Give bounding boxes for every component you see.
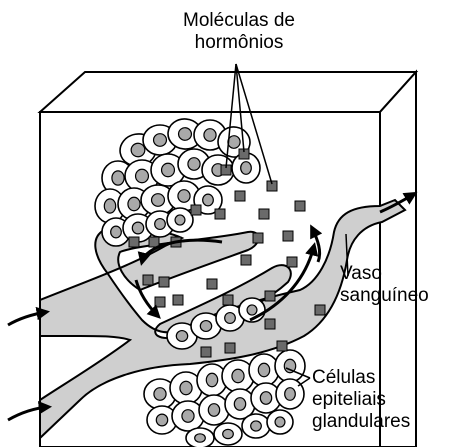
hormone-molecule	[149, 237, 159, 247]
cell-nucleus	[136, 169, 149, 182]
hormone-molecule	[265, 319, 275, 329]
cell-nucleus	[247, 305, 257, 315]
hormone-molecule	[295, 201, 305, 211]
cell-nucleus	[156, 414, 167, 426]
cell-nucleus	[175, 215, 185, 225]
hormone-molecule	[207, 279, 217, 289]
label-vessel-line-2: sanguíneo	[340, 285, 429, 307]
hormone-molecule	[253, 233, 263, 243]
cell-nucleus	[178, 190, 190, 203]
hormone-molecule	[155, 297, 165, 307]
cell-nucleus	[260, 392, 271, 405]
cell-nucleus	[203, 194, 214, 206]
cell-nucleus	[208, 404, 219, 417]
epithelial-cell	[276, 379, 304, 409]
cell-nucleus	[176, 331, 187, 342]
cell-nucleus	[128, 197, 140, 210]
hormone-molecule	[173, 295, 183, 305]
hormone-molecule	[191, 205, 201, 215]
hormone-molecule	[241, 255, 251, 265]
hormone-molecule	[283, 231, 293, 241]
hormone-molecule	[277, 341, 287, 351]
epithelial-cell	[249, 354, 279, 386]
cell-nucleus	[162, 163, 175, 176]
label-hormone-line-2: hormônios	[154, 32, 324, 54]
hormone-molecule	[315, 305, 325, 315]
label-glandular-cells: Células epiteliais glandulares	[312, 367, 410, 433]
epithelial-cell	[242, 414, 270, 438]
epithelial-cell	[199, 395, 229, 425]
hormone-molecule	[259, 209, 269, 219]
epithelial-cell	[275, 350, 305, 382]
cell-nucleus	[104, 199, 115, 213]
hormone-molecule	[235, 191, 245, 201]
cell-nucleus	[112, 171, 124, 185]
cell-nucleus	[180, 381, 192, 394]
label-cells-line-2: epiteliais	[312, 389, 410, 411]
cell-nucleus	[258, 363, 269, 376]
cell-nucleus	[155, 219, 166, 230]
cell-nucleus	[223, 429, 234, 438]
cell-nucleus	[154, 134, 167, 147]
cell-nucleus	[204, 129, 216, 142]
label-cells-line-3: glandulares	[312, 411, 410, 433]
label-vessel-line-1: Vaso	[340, 263, 429, 285]
cell-nucleus	[154, 388, 166, 401]
epithelial-cell	[186, 428, 214, 447]
cell-nucleus	[225, 313, 236, 324]
label-cells-line-1: Células	[312, 367, 410, 389]
cell-nucleus	[111, 226, 122, 238]
cell-nucleus	[206, 373, 217, 386]
cell-nucleus	[188, 158, 200, 171]
cell-nucleus	[200, 321, 211, 332]
hormone-molecule	[129, 237, 139, 247]
epithelial-cell	[267, 410, 293, 434]
hormone-molecule	[287, 257, 297, 267]
epithelial-cell	[214, 423, 242, 445]
cell-nucleus	[178, 127, 192, 141]
label-blood-vessel: Vaso sanguíneo	[340, 263, 429, 307]
cell-nucleus	[182, 410, 194, 423]
cell-nucleus	[152, 194, 165, 207]
hormone-molecule	[143, 275, 153, 285]
cell-nucleus	[285, 388, 296, 401]
hormone-molecule	[215, 209, 225, 219]
cell-nucleus	[251, 421, 262, 431]
cell-nucleus	[234, 398, 245, 411]
cell-nucleus	[132, 222, 143, 234]
hormone-molecule	[201, 347, 211, 357]
hormone-molecule	[223, 295, 233, 305]
cell-nucleus	[241, 162, 252, 175]
hormone-molecule	[265, 291, 275, 301]
cell-nucleus	[195, 434, 206, 442]
cell-nucleus	[275, 417, 285, 427]
label-hormone-line-1: Moléculas de	[154, 10, 324, 32]
hormone-molecule	[159, 277, 169, 287]
label-hormone-molecules: Moléculas de hormônios	[154, 10, 324, 54]
epithelial-cell	[167, 208, 193, 232]
cell-nucleus	[232, 369, 244, 382]
hormone-molecule	[225, 343, 235, 353]
block-top-face	[40, 72, 416, 112]
